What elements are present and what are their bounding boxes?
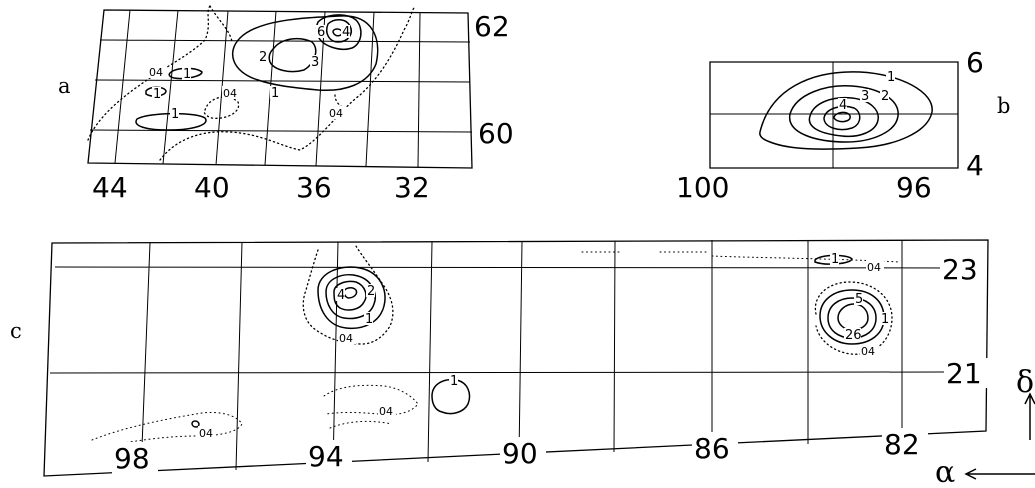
tick-c-ra-82: 82 [884,428,920,461]
svg-text:04: 04 [149,66,163,79]
contour-label-c-1a: 1 [364,312,373,327]
tick-b-ra-96: 96 [896,171,932,204]
svg-text:1: 1 [831,252,839,267]
contour-label-c-4: 4 [336,288,345,303]
svg-text:04: 04 [339,332,353,345]
svg-text:1: 1 [887,70,895,85]
contour-label-c-04b: 04 [378,404,396,418]
panel-c: c [10,239,989,477]
contour-label-c-1c: 1 [830,252,839,267]
contour-label-b-2: 2 [880,89,889,104]
contour-label-a-4: 4 [341,25,350,40]
svg-text:3: 3 [861,89,869,104]
svg-text:1: 1 [450,374,458,389]
contour-label-a-1d: 1 [170,107,179,122]
svg-text:26: 26 [845,328,862,343]
svg-text:2: 2 [881,89,889,104]
svg-text:2: 2 [367,284,375,299]
svg-text:04: 04 [329,107,343,120]
tick-b-dec-6: 6 [966,46,984,79]
contour-label-a-6: 6 [316,25,325,40]
svg-text:1: 1 [365,312,373,327]
tick-a-dec-62: 62 [474,10,510,43]
contour-label-c-2: 2 [366,284,375,299]
tick-a-ra-40: 40 [194,171,230,204]
axis-symbols: δ α [935,365,1035,488]
tick-c-dec-23: 23 [942,253,978,286]
tick-c-ra-98: 98 [114,442,150,475]
contour-label-c-04e: 04 [860,344,878,358]
contour-label-c-04c: 04 [198,426,216,440]
contour-label-c-04a: 04 [338,331,356,345]
contour-label-b-1: 1 [886,70,895,85]
ra-symbol: α [935,455,955,488]
panel-c-label: c [10,319,22,343]
svg-text:04: 04 [867,261,881,274]
tick-a-ra-44: 44 [92,171,128,204]
panel-a-label: a [58,74,71,98]
tick-a-ra-32: 32 [394,171,430,204]
dec-arrow [1024,392,1035,440]
tick-c-ra-90: 90 [502,437,538,470]
tick-a-dec-60: 60 [478,117,514,150]
tick-c-dec-21: 21 [946,357,982,390]
contour-label-c-5: 5 [854,292,863,307]
panel-a: a [58,5,473,169]
svg-text:04: 04 [861,345,875,358]
contour-label-a-3: 3 [310,55,319,70]
svg-text:04: 04 [223,87,237,100]
contour-label-a-1c: 1 [152,87,161,102]
contour-label-a-04c: 04 [328,106,346,120]
panel-a-frame [87,9,473,169]
svg-text:2: 2 [259,50,267,65]
svg-text:3: 3 [311,55,319,70]
svg-text:04: 04 [379,405,393,418]
svg-text:4: 4 [839,98,847,113]
contour-label-b-4: 4 [838,98,847,113]
panel-c-grid [49,240,961,473]
contour-label-c-26: 26 [844,328,862,343]
contour-label-c-04d: 04 [866,260,884,274]
contour-label-a-2: 2 [258,50,267,65]
svg-text:1: 1 [171,107,179,122]
svg-text:04: 04 [199,427,213,440]
panel-b-label: b [997,94,1010,118]
dec-symbol: δ [1016,365,1034,400]
contour-label-c-1d: 1 [880,312,889,327]
tick-a-ra-36: 36 [296,171,332,204]
contour-label-c-1b: 1 [449,374,458,389]
tick-c-ra-94: 94 [308,440,344,473]
contour-label-b-3: 3 [860,89,869,104]
contour-label-a-1b: 1 [182,67,191,82]
svg-text:5: 5 [855,292,863,307]
svg-text:1: 1 [881,312,889,327]
svg-text:6: 6 [317,25,325,40]
tick-c-ra-86: 86 [694,432,730,465]
svg-text:4: 4 [342,25,350,40]
contour-label-a-1a: 1 [270,86,279,101]
panel-c-frame [43,239,989,477]
ra-arrow [964,468,1035,480]
svg-text:1: 1 [271,86,279,101]
svg-text:1: 1 [183,67,191,82]
svg-text:4: 4 [337,288,345,303]
svg-text:1: 1 [153,87,161,102]
panel-b: b [709,61,1010,169]
tick-b-ra-100: 100 [676,171,729,204]
panel-b-frame [709,61,959,169]
tick-labels: 44 40 36 32 62 60 100 96 6 4 98 94 90 86… [92,10,990,475]
contour-label-a-04b: 04 [222,86,240,100]
panel-a-grid [89,9,473,168]
contour-labels: 6 4 2 3 1 04 1 1 04 04 1 1 2 3 4 4 2 1 0… [148,25,895,440]
tick-b-dec-4: 4 [966,149,984,182]
panel-b-grid [710,62,958,168]
contour-label-a-04a: 04 [148,65,166,79]
